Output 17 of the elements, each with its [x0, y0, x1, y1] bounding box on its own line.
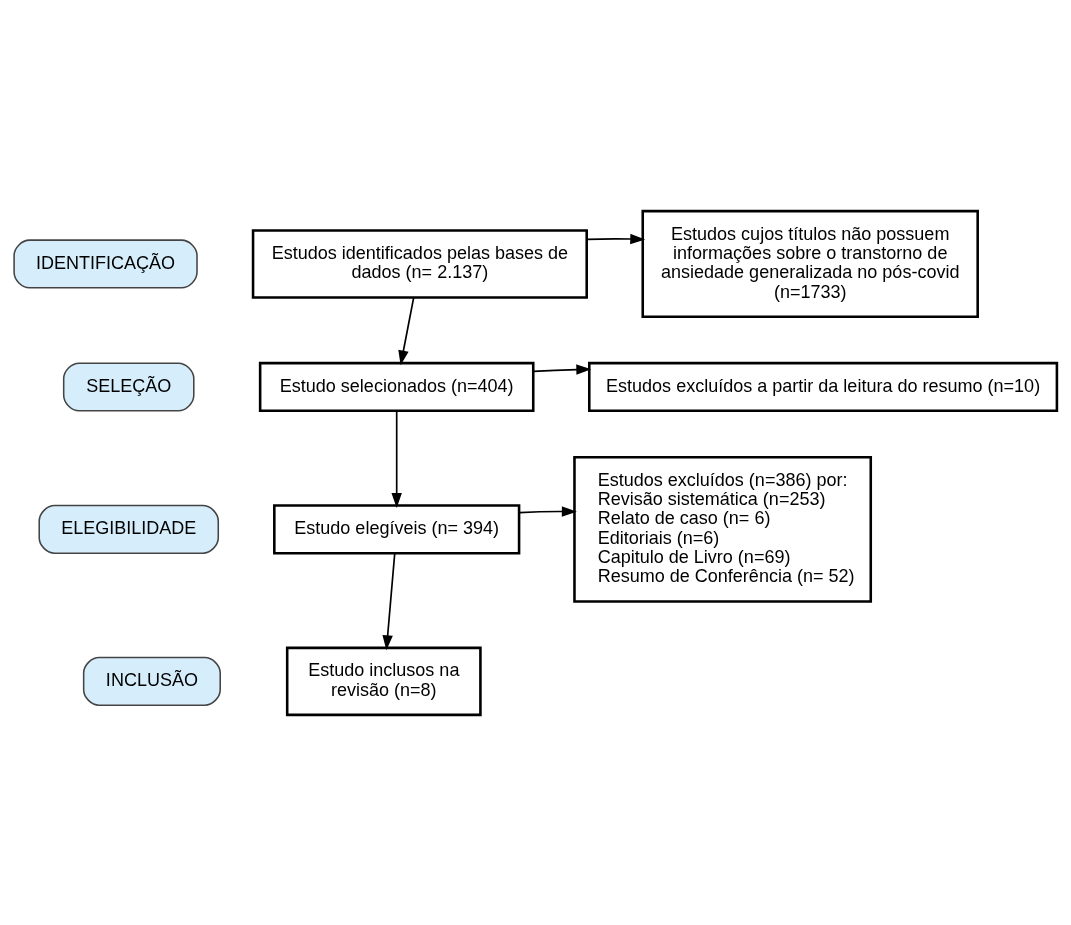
node-box: Estudos excluídos (n=386) por: Revisão sistemática (n=253) Relato de caso (n= 6) Editoriais (n=6) Capitulo de Livro (n=69) Resumo de Conferência (n= 52)	[573, 455, 873, 603]
node-box: Estudo elegíveis (n= 394)	[273, 503, 521, 554]
node-box: INCLUSÃO	[82, 656, 221, 706]
arrow	[586, 233, 646, 244]
arrow	[532, 363, 592, 375]
node-box: IDENTIFICAÇÃO	[13, 238, 198, 289]
arrow	[398, 296, 415, 365]
arrow	[518, 505, 577, 517]
arrow	[382, 552, 396, 650]
node-box: Estudos identificados pelas bases de dados (n= 2.137)	[251, 228, 588, 299]
node-box: Estudos excluídos a partir da leitura do resumo (n=10)	[588, 361, 1059, 412]
node-box: Estudo selecionados (n=404)	[258, 361, 535, 412]
node-box: SELEÇÃO	[62, 361, 195, 412]
node-box: Estudo inclusos na revisão (n=8)	[285, 646, 482, 716]
arrow	[391, 410, 402, 508]
node-box: ELEGIBILIDADE	[38, 504, 220, 554]
node-box: Estudos cujos títulos não possuem informações sobre o transtorno de ansiedade generalizada no pós-covid (n=1733)	[641, 209, 979, 318]
